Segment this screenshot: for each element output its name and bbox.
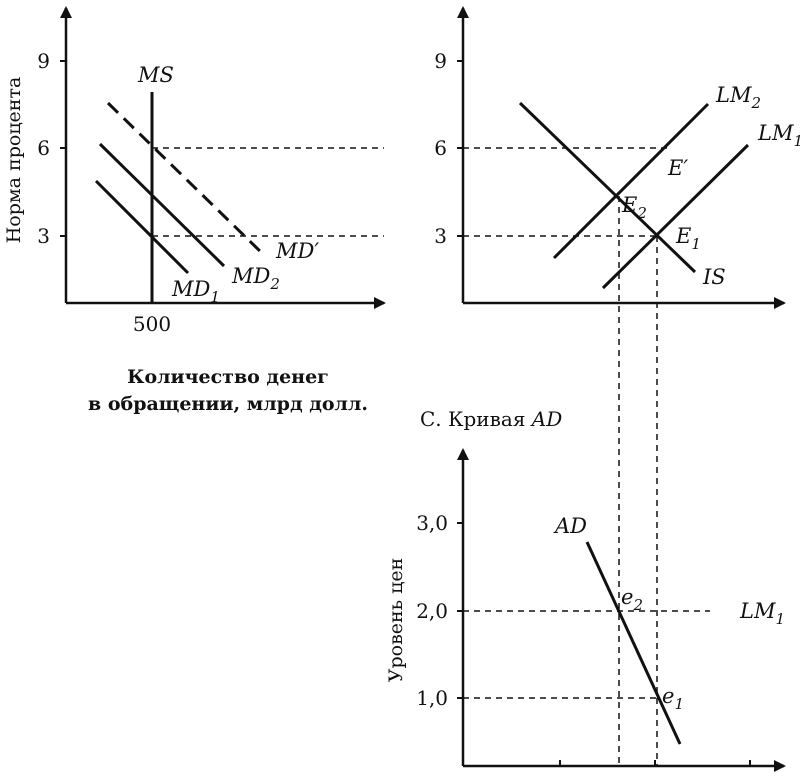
e1-label: E1 — [675, 224, 701, 253]
lm2-label: LM2 — [715, 83, 761, 112]
panel-a-ytick-label-6: 6 — [37, 136, 50, 160]
panel-c-e1-label: e1 — [662, 684, 684, 713]
panel-a-ytick-label-9: 9 — [37, 49, 50, 73]
lm2-line — [552, 102, 710, 260]
panel-b-ytick-label-6: 6 — [434, 136, 447, 160]
panel-c-e2-label: e2 — [621, 585, 643, 614]
md-prime-line — [106, 101, 266, 257]
panel-ad-curve: С. Кривая AD 3,0 2,0 1,0 Уровень цен AD … — [385, 407, 786, 772]
panel-a-y-axis-title: Норма процента — [3, 77, 25, 244]
panel-c-ytick-label-2: 2,0 — [416, 599, 448, 623]
panel-is-lm: 9 6 3 LM2 LM1 IS E′ E2 E1 — [434, 6, 803, 309]
panel-c-y-axis-title: Уровень цен — [385, 558, 407, 682]
lm1-label: LM1 — [757, 121, 803, 150]
panel-b-ytick-label-3: 3 — [434, 224, 447, 248]
panel-c-lm1-label: LM1 — [739, 599, 785, 628]
ad-label: AD — [553, 514, 587, 538]
md1-line — [94, 179, 190, 275]
md2-line — [98, 142, 226, 268]
panel-a-x-axis-title-line2: в обращении, млрд долл. — [88, 393, 368, 415]
panel-c-ytick-label-1: 1,0 — [416, 686, 448, 710]
is-label: IS — [702, 265, 726, 289]
panel-c-caption: С. Кривая AD — [420, 407, 562, 431]
e-prime-label: E′ — [667, 156, 688, 180]
ms-label: MS — [137, 63, 174, 87]
panel-money-market: 9 6 3 Норма процента 500 Количество дене… — [3, 6, 386, 415]
md-prime-label: MD′ — [275, 239, 319, 263]
panel-c-ytick-label-3: 3,0 — [416, 511, 448, 535]
panel-b-ytick-label-9: 9 — [434, 49, 447, 73]
ad-line — [585, 541, 682, 745]
md1-label: MD1 — [171, 277, 220, 306]
md2-label: MD2 — [231, 264, 280, 293]
lm1-line — [601, 143, 750, 290]
panel-a-x-axis-title-line1: Количество денег — [127, 366, 329, 388]
e2-label: E2 — [621, 193, 647, 222]
panel-a-ytick-label-3: 3 — [37, 224, 50, 248]
panel-a-xtick-label-500: 500 — [133, 312, 171, 336]
is-line — [518, 101, 697, 274]
